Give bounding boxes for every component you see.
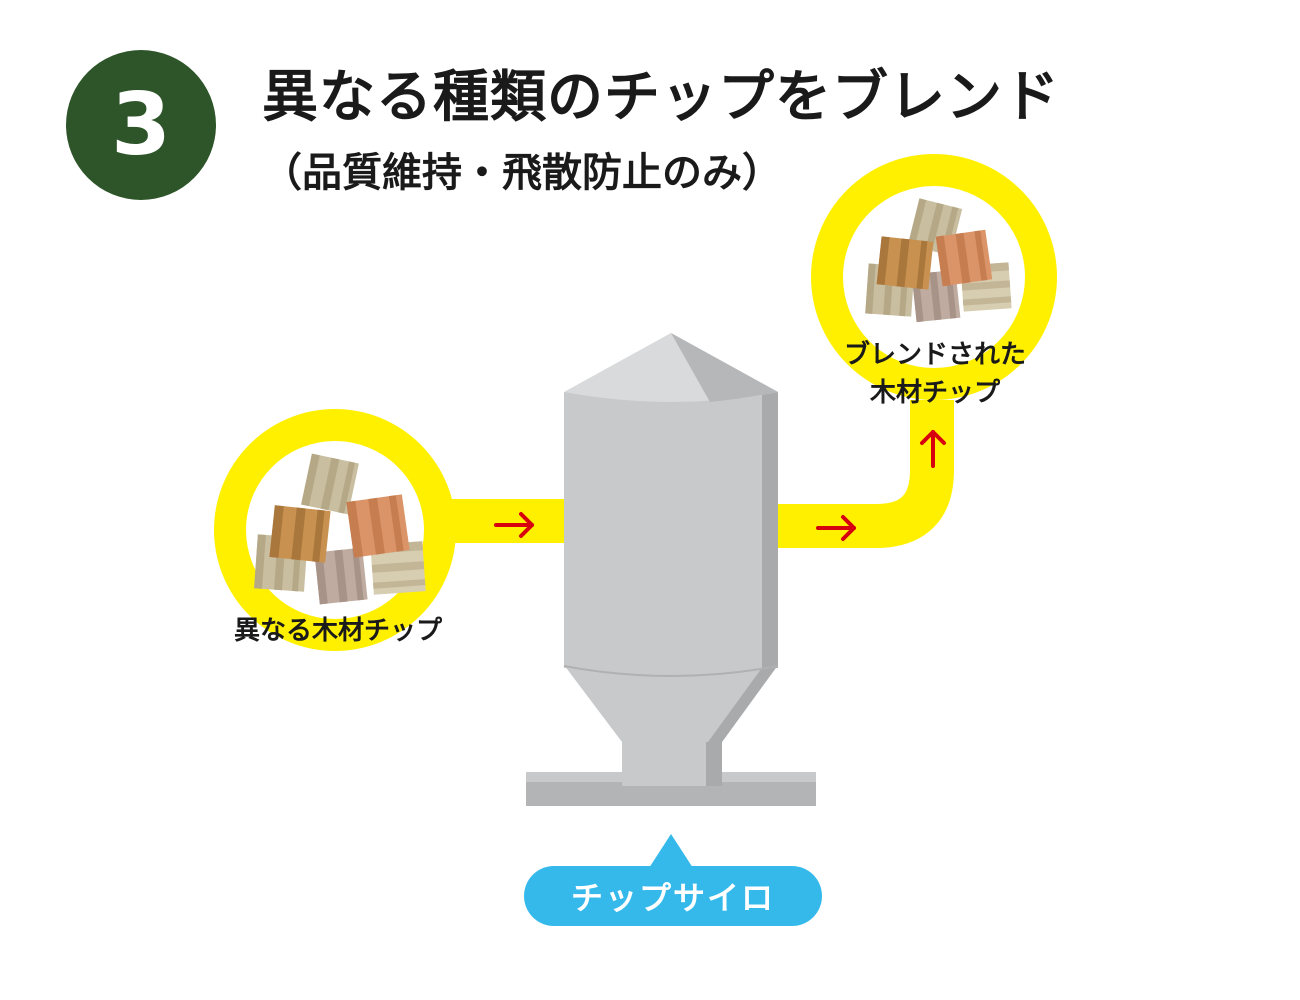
page-subtitle: （品質維持・飛散防止のみ） — [262, 150, 782, 196]
silo-outlet — [622, 742, 722, 786]
silo-label: チップサイロ — [524, 866, 822, 926]
silo-label-text: チップサイロ — [570, 879, 775, 917]
flow-path — [214, 154, 1057, 651]
output-chips-label-line2: 木材チップ — [869, 378, 1000, 408]
silo-icon — [526, 333, 816, 806]
step-number: 3 — [111, 75, 171, 175]
step-number-badge: 3 — [66, 50, 216, 200]
wood-chip-pile-icon — [254, 453, 426, 605]
input-chips-label: 異なる木材チップ — [233, 616, 442, 646]
right-arrow-icon — [494, 512, 534, 538]
silo-body — [564, 392, 778, 668]
output-chips-label: ブレンドされた 木材チップ — [800, 336, 1070, 412]
page-title: 異なる種類のチップをブレンド — [262, 65, 1060, 130]
input-chips-ring — [214, 409, 456, 651]
up-arrow-icon — [920, 430, 946, 468]
right-arrow-icon — [816, 515, 856, 541]
output-chips-label-line1: ブレンドされた — [843, 340, 1026, 370]
flow-path-out — [775, 400, 954, 548]
wood-chip-pile-icon — [865, 198, 1012, 323]
silo-label-pointer — [649, 834, 693, 868]
